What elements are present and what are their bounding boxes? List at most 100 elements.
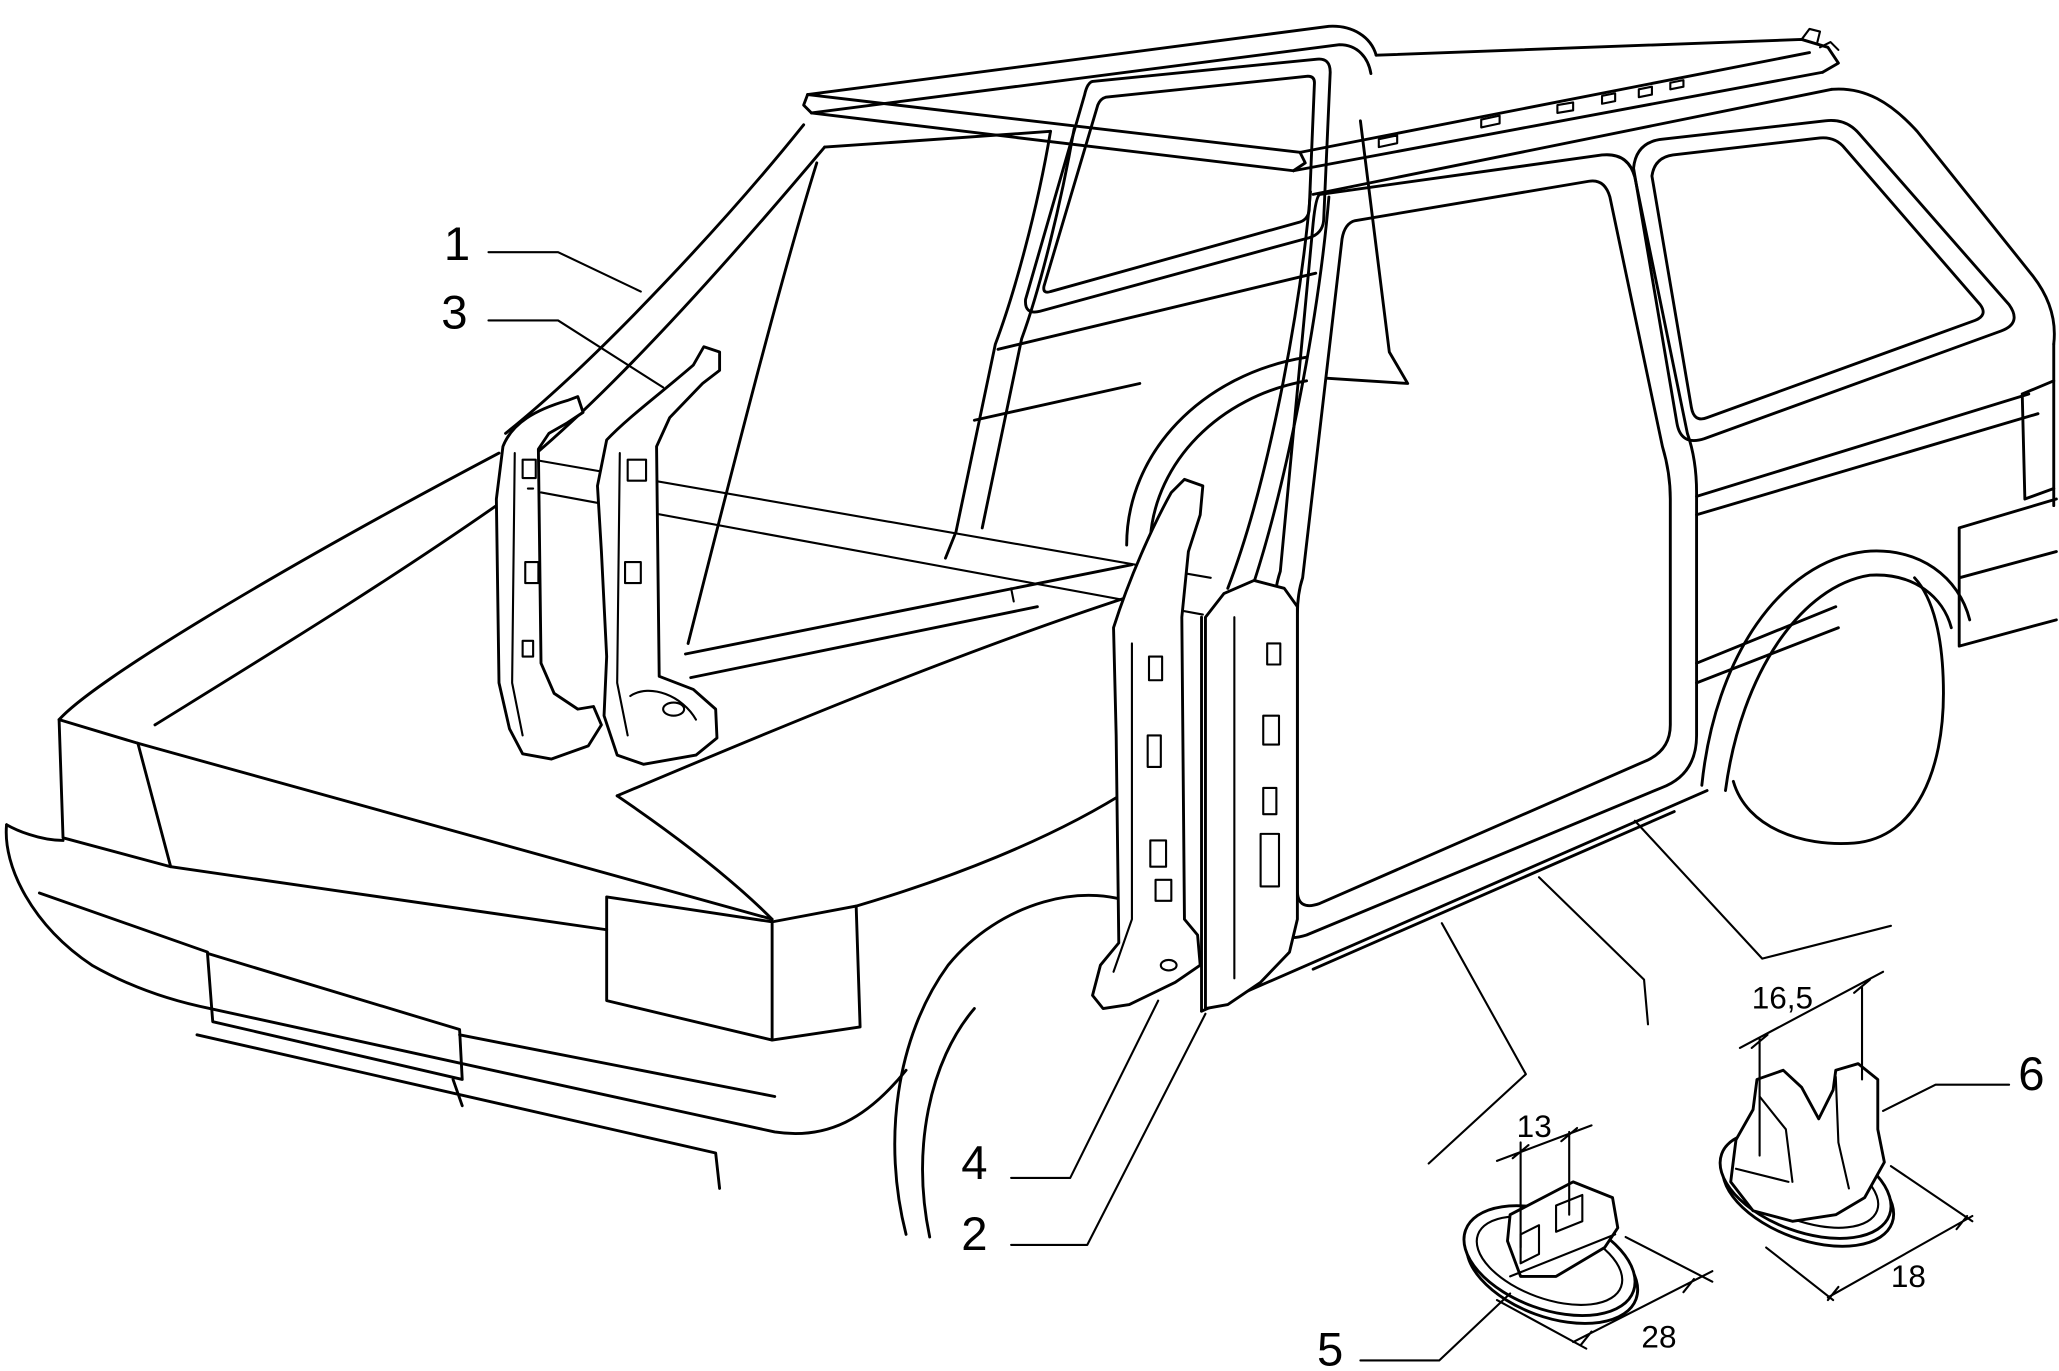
far-windshield-pillar-outer — [504, 123, 806, 435]
leader-4 — [1010, 999, 1160, 1179]
near-rear-bumper — [1957, 497, 2058, 648]
corner-lamp — [770, 904, 862, 1042]
clip-6-details — [1734, 1075, 1850, 1190]
front-wheel-arch — [893, 893, 1147, 1236]
far-sill-tick — [1010, 587, 1015, 603]
callout-5: 5 — [1317, 1324, 1343, 1371]
part-1 — [494, 395, 603, 761]
far-sill-upper — [684, 563, 1134, 656]
near-rear-window-outer — [1632, 119, 2016, 443]
near-sill-lower — [1200, 789, 1709, 1013]
dimension-13: 13 — [1517, 1108, 1552, 1144]
headlight-left — [57, 718, 173, 869]
part-1-outline — [494, 395, 603, 761]
near-c-pillar-rear — [1830, 87, 2056, 346]
licence-plate — [206, 951, 464, 1081]
hood-right-edge — [615, 794, 774, 921]
projection-to-clip-6 — [1633, 819, 1892, 960]
far-beltline — [996, 271, 1318, 351]
part-2-outline — [1204, 579, 1299, 1010]
far-wheel-arch-inner — [1148, 379, 1309, 540]
projection-to-clip-5 — [1427, 922, 1527, 1165]
near-windshield-pillar-inner — [1246, 195, 1331, 603]
far-body-crease — [972, 382, 1142, 422]
far-door-top-frame — [823, 129, 1052, 149]
roof-near-front-end — [1291, 150, 1307, 173]
far-quarter-glass-outer — [1024, 57, 1332, 314]
near-side-molding-upper — [1695, 605, 1838, 665]
roof-rear-clips — [1800, 27, 1840, 51]
dim-18-lines — [1765, 1165, 1974, 1302]
leader-1 — [487, 251, 642, 293]
front-face-lower-edge — [169, 865, 609, 932]
dimension-lines — [1495, 970, 1974, 1350]
near-side-body — [1200, 87, 2058, 1013]
leader-6 — [1881, 1083, 2011, 1113]
clip-5 — [1462, 1180, 1640, 1325]
far-door-front-frame — [686, 161, 819, 645]
hood-front-edge — [136, 741, 774, 921]
far-c-pillar — [1324, 119, 1410, 385]
hood-crease-left — [153, 494, 511, 727]
near-side-molding-lower — [1695, 626, 1840, 685]
clip-6-body — [1729, 1062, 1886, 1223]
roof-rear-edge — [1374, 37, 1840, 74]
far-sill-lower — [689, 605, 1039, 680]
dimension-16-5: 16,5 — [1752, 980, 1813, 1016]
near-body-top-rail — [1311, 87, 1834, 196]
front-tire — [921, 1007, 976, 1239]
dim-16-5-lines — [1738, 970, 1885, 1157]
dimension-18: 18 — [1891, 1258, 1926, 1294]
leader-3 — [487, 319, 665, 389]
part-2 — [1204, 579, 1299, 1010]
callout-6: 6 — [2018, 1048, 2044, 1101]
part-3 — [596, 345, 722, 766]
clip-6 — [1718, 1062, 1896, 1248]
dim-13-lines — [1495, 1124, 1593, 1249]
dim-28-lines — [1495, 1235, 1714, 1350]
roof-near-rail-top — [1298, 51, 1811, 154]
near-rear-window-inner — [1650, 136, 1985, 421]
far-quarter-glass-inner — [1042, 74, 1316, 294]
part-2-details — [1233, 616, 1282, 980]
callout-2: 2 — [961, 1208, 987, 1261]
clip-5-slots — [1509, 1193, 1617, 1278]
near-sill-upper — [1311, 810, 1676, 971]
front-end — [4, 451, 1147, 1239]
bumper-left-end — [5, 823, 65, 842]
near-shoulder-crease-lower — [1695, 412, 2040, 517]
bumper-outline — [4, 823, 908, 1136]
leader-5 — [1359, 1292, 1512, 1362]
near-windshield-pillar-outer — [1226, 190, 1312, 590]
dimension-28: 28 — [1641, 1318, 1676, 1354]
roof-front-header-bottom — [810, 111, 1295, 173]
part-3-outline — [596, 345, 722, 766]
roof-far-rail-inner — [810, 43, 1373, 115]
near-shoulder-crease-upper — [1695, 392, 2031, 498]
callout-3: 3 — [441, 286, 467, 339]
roof-front-left-end — [802, 93, 813, 115]
lower-valance — [195, 1033, 722, 1190]
roof-far-rail-outer — [806, 24, 1378, 97]
far-b-pillar-rear — [980, 127, 1076, 530]
roof-rail-slots — [1377, 79, 1685, 149]
part-1-details — [511, 452, 540, 737]
callout-1: 1 — [444, 218, 470, 271]
near-tail-light — [2020, 379, 2056, 501]
part-4 — [1091, 477, 1205, 1010]
near-fender-top — [854, 786, 1134, 908]
hood-rear-right-edge — [615, 596, 1129, 798]
part-4-details — [1112, 642, 1178, 973]
callout-leaders — [487, 251, 2011, 1362]
roof-near-rail-bottom — [1291, 70, 1825, 173]
near-rear-wheel-arch-inner — [1724, 573, 1953, 792]
far-wheel-arch-outer — [1125, 355, 1309, 547]
bumper-face-left — [37, 891, 209, 954]
bumper-face-right — [458, 1033, 777, 1098]
far-side-body — [504, 57, 1410, 680]
leader-2 — [1010, 1012, 1207, 1246]
roof-panel — [802, 24, 1840, 173]
hood-left-edge — [57, 451, 501, 722]
roof-front-header-top — [806, 93, 1302, 154]
